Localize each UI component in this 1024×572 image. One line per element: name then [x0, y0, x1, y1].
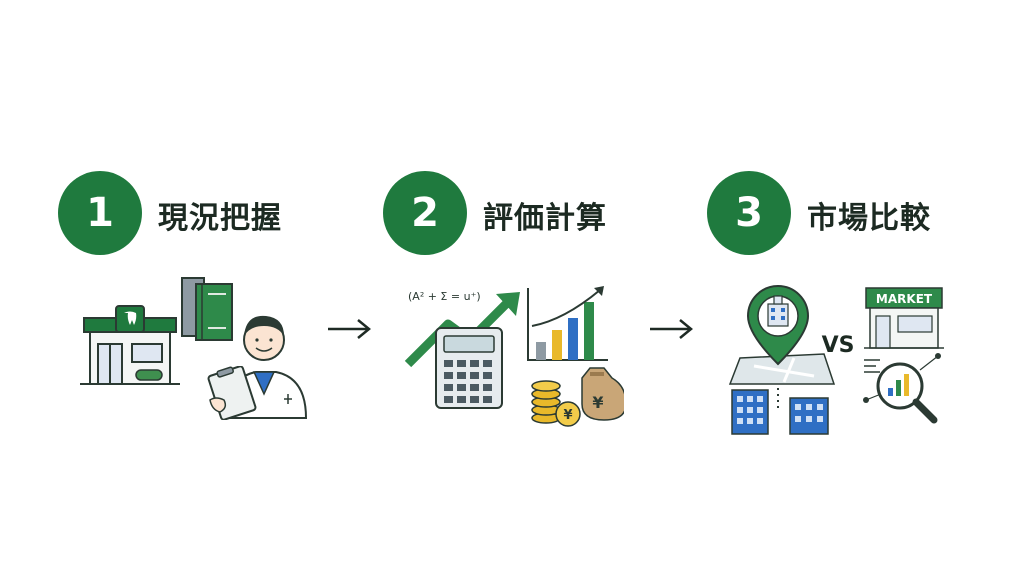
office-building-icon	[731, 389, 769, 435]
books-icon	[181, 277, 233, 341]
formula-text: (A² + Σ = u⁺)	[408, 290, 481, 303]
coin-stack-icon: ¥	[531, 380, 581, 427]
map-pin-icon	[746, 285, 810, 366]
market-sign-text: MARKET	[876, 292, 933, 306]
yen-bag-symbol: ¥	[592, 393, 603, 412]
dental-clinic-icon	[80, 305, 180, 385]
step-2-number-badge: 2	[383, 171, 467, 255]
step-3-title: 市場比較	[807, 201, 931, 236]
market-storefront-icon: MARKET	[864, 287, 944, 349]
step-3-number-badge: 3	[707, 171, 791, 255]
bar-chart-icon	[527, 286, 608, 361]
office-building-icon	[789, 397, 829, 435]
step-1-title: 現況把握	[158, 201, 282, 236]
magnifier-chart-icon	[863, 353, 941, 424]
calculator-icon	[435, 327, 503, 409]
step-1-number-badge: 1	[58, 171, 142, 255]
arrow-right-icon	[328, 319, 371, 339]
arrow-right-icon	[650, 319, 693, 339]
map-icon	[728, 353, 836, 385]
vs-label: VS	[822, 333, 855, 358]
market-comparison-illustration: VS MARKET	[728, 285, 944, 435]
step-2-title: 評価計算	[483, 201, 607, 236]
clipboard-icon	[207, 366, 257, 420]
money-bag-icon: ¥	[581, 367, 624, 421]
yen-coin-symbol: ¥	[563, 408, 572, 423]
growth-calculator-illustration: (A² + Σ = u⁺)	[404, 286, 624, 427]
